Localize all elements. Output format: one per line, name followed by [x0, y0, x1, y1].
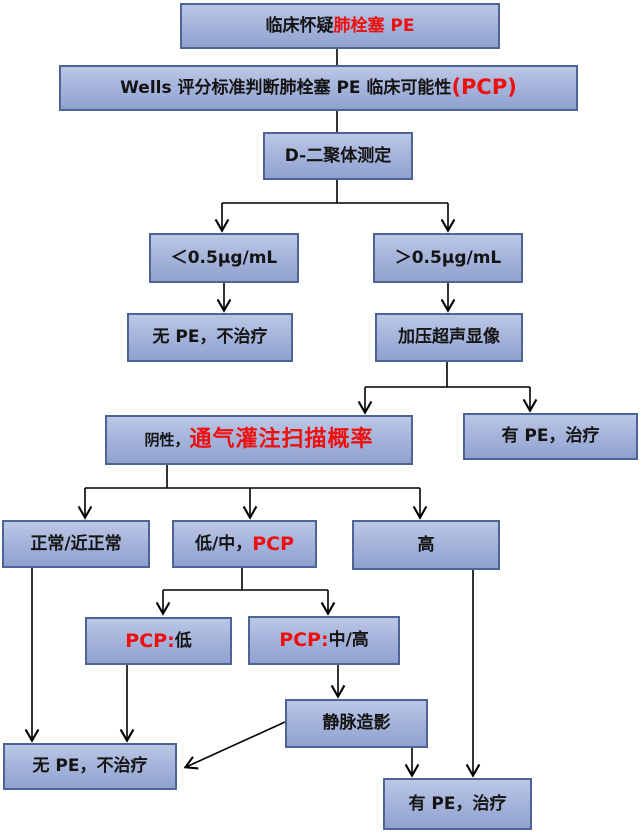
node-pcp-mid-high-label: 中/高: [328, 630, 369, 651]
node-wells-score: Wells 评分标准判断肺栓塞 PE 临床可能性(PCP): [59, 65, 578, 111]
node-pe-treat-lower-label: 有 PE，治疗: [408, 793, 507, 814]
node-high-probability: 高: [352, 520, 500, 570]
node-pe-treat-lower: 有 PE，治疗: [383, 778, 532, 830]
node-negative-vq-scan: 阴性，通气灌注扫描概率: [105, 415, 413, 465]
node-low-mid-pcp: 低/中，PCP: [172, 520, 317, 568]
node-pcp-low: PCP:低: [85, 617, 232, 665]
node-negative-vq-scan-highlight: 通气灌注扫描概率: [189, 426, 374, 452]
node-pcp-low-label: 低: [174, 630, 192, 651]
arrow-venography-nope2: [183, 721, 286, 770]
connector-negative-split: [85, 465, 420, 489]
node-d-dimer-test: D-二聚体测定: [263, 132, 413, 180]
node-low-mid-pcp-prefix: 低/中，: [194, 533, 253, 554]
node-high-probability-label: 高: [417, 534, 435, 555]
node-d-dimer-test-label: D-二聚体测定: [284, 145, 392, 166]
node-pe-treat-upper: 有 PE，治疗: [463, 413, 638, 460]
node-pcp-mid-high-prefix: PCP:: [279, 629, 329, 652]
node-clinical-suspicion-label: 临床怀疑: [265, 15, 334, 36]
node-compression-ultrasound: 加压超声显像: [375, 313, 523, 362]
node-no-pe-no-treatment-upper: 无 PE，不治疗: [127, 313, 293, 362]
node-no-pe-no-treatment-upper-label: 无 PE，不治疗: [152, 327, 268, 348]
node-no-pe-no-treatment-lower: 无 PE，不治疗: [3, 743, 177, 790]
node-compression-ultrasound-label: 加压超声显像: [398, 327, 500, 348]
node-pcp-mid-high: PCP:中/高: [248, 616, 400, 665]
node-normal-near-normal: 正常/近正常: [2, 520, 150, 568]
node-wells-score-label: Wells 评分标准判断肺栓塞 PE 临床可能性: [120, 77, 452, 98]
node-venography: 静脉造影: [285, 699, 428, 748]
node-clinical-suspicion: 临床怀疑肺栓塞 PE: [180, 3, 500, 49]
connector-cus-split: [365, 362, 530, 388]
node-pcp-low-prefix: PCP:: [125, 629, 175, 652]
node-clinical-suspicion-highlight: 肺栓塞 PE: [333, 15, 415, 36]
node-low-mid-pcp-highlight: PCP: [252, 532, 294, 555]
node-venography-label: 静脉造影: [322, 713, 391, 734]
node-below-threshold-label: ＜0.5μg/mL: [170, 247, 278, 268]
node-no-pe-no-treatment-lower-label: 无 PE，不治疗: [32, 756, 148, 777]
node-normal-near-normal-label: 正常/近正常: [30, 533, 122, 554]
node-wells-score-highlight: (PCP): [451, 75, 517, 100]
node-pe-treat-upper-label: 有 PE，治疗: [501, 426, 600, 447]
node-negative-vq-scan-prefix: 阴性，: [144, 430, 190, 449]
connector-lowmid-split: [163, 568, 328, 591]
node-below-threshold: ＜0.5μg/mL: [149, 233, 299, 283]
node-above-threshold: ＞0.5μg/mL: [373, 233, 523, 283]
node-above-threshold-label: ＞0.5μg/mL: [394, 247, 502, 268]
connector-ddimer-split: [222, 180, 448, 204]
